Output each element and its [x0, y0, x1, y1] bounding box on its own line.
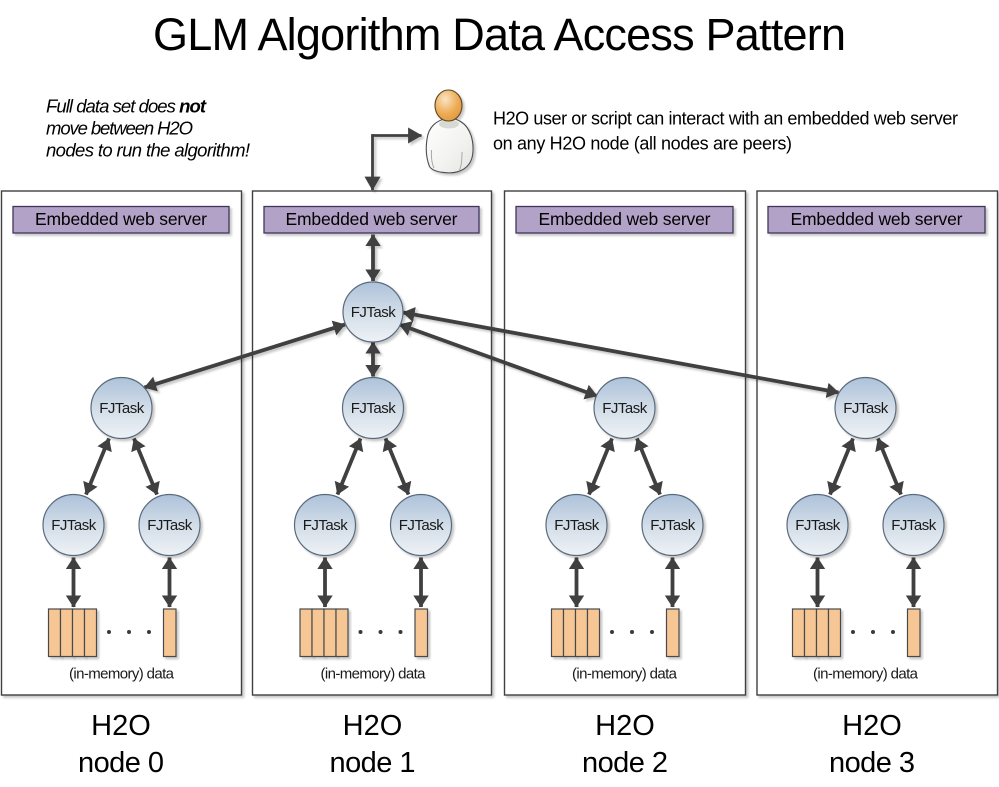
- svg-text:Embedded web server: Embedded web server: [791, 209, 963, 229]
- svg-text:(in-memory) data: (in-memory) data: [69, 666, 175, 683]
- svg-text:Embedded web server: Embedded web server: [286, 209, 458, 229]
- svg-text:move between H2O: move between H2O: [46, 118, 193, 139]
- svg-text:FJTask: FJTask: [147, 517, 193, 534]
- svg-text:FJTask: FJTask: [99, 400, 145, 417]
- svg-text:(in-memory) data: (in-memory) data: [813, 666, 919, 683]
- svg-text:Full data set does not: Full data set does not: [46, 96, 207, 117]
- svg-text:FJTask: FJTask: [843, 400, 889, 417]
- svg-text:FJTask: FJTask: [650, 517, 696, 534]
- svg-text:node 3: node 3: [829, 747, 915, 779]
- svg-text:node 1: node 1: [330, 747, 416, 779]
- svg-text:FJTask: FJTask: [303, 517, 349, 534]
- svg-text:H2O user or script can interac: H2O user or script can interact with an …: [493, 109, 958, 129]
- svg-text:H2O: H2O: [91, 710, 151, 742]
- svg-text:H2O: H2O: [343, 710, 403, 742]
- svg-text:node 2: node 2: [582, 747, 668, 779]
- svg-text:GLM Algorithm Data Access Patt: GLM Algorithm Data Access Pattern: [153, 9, 846, 60]
- svg-text:FJTask: FJTask: [602, 400, 648, 417]
- svg-text:(in-memory) data: (in-memory) data: [572, 666, 678, 683]
- svg-text:H2O: H2O: [595, 710, 655, 742]
- svg-text:FJTask: FJTask: [351, 400, 397, 417]
- svg-text:FJTask: FJTask: [351, 304, 397, 321]
- svg-text:Embedded web server: Embedded web server: [35, 209, 207, 229]
- svg-text:FJTask: FJTask: [554, 517, 600, 534]
- svg-text:on any H2O node (all nodes are: on any H2O node (all nodes are peers): [493, 134, 792, 154]
- svg-text:FJTask: FJTask: [891, 517, 937, 534]
- svg-text:FJTask: FJTask: [51, 517, 97, 534]
- svg-text:nodes to run the algorithm!: nodes to run the algorithm!: [46, 140, 250, 161]
- svg-text:Embedded web server: Embedded web server: [539, 209, 711, 229]
- svg-text:(in-memory) data: (in-memory) data: [321, 666, 427, 683]
- svg-text:FJTask: FJTask: [399, 517, 445, 534]
- svg-text:FJTask: FJTask: [795, 517, 841, 534]
- svg-text:H2O: H2O: [842, 710, 902, 742]
- svg-text:node 0: node 0: [78, 747, 164, 779]
